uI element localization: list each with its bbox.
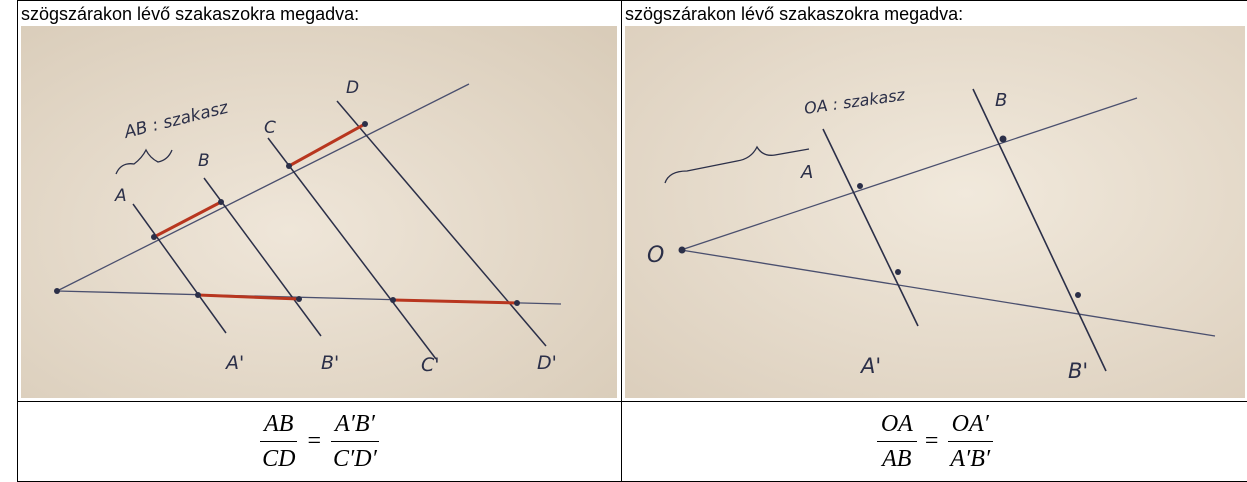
label-d: D [346, 78, 359, 98]
equals-sign: = [925, 428, 939, 455]
label-a: A [800, 162, 813, 183]
left-fraction-2: A′B′ C′D′ [329, 409, 381, 474]
right-fraction-2-denominator: A′B′ [946, 442, 994, 474]
label-c: C [264, 118, 276, 138]
right-fraction-2-numerator: OA′ [948, 409, 993, 442]
left-formula: AB CD = A′B′ C′D′ [258, 409, 381, 474]
label-b: B [198, 151, 210, 171]
left-fraction-1-denominator: CD [258, 442, 299, 474]
right-fraction-1-numerator: OA [877, 409, 917, 442]
right-caption: szögszárakon lévő szakaszokra megadva: [622, 1, 1247, 26]
left-figure-cell: szögszárakon lévő szakaszokra megadva: [18, 1, 622, 402]
left-fraction-2-denominator: C′D′ [329, 442, 381, 474]
left-fraction-1-numerator: AB [260, 409, 297, 442]
left-caption: szögszárakon lévő szakaszokra megadva: [18, 1, 621, 26]
paper-background [21, 26, 617, 398]
paper-background [625, 26, 1245, 398]
label-c1: C' [421, 354, 440, 376]
right-fraction-1: OA AB [877, 409, 917, 474]
label-b1: B' [321, 352, 339, 374]
label-d1: D' [537, 352, 557, 374]
label-a: A [114, 186, 127, 206]
label-b: B [995, 90, 1007, 111]
right-photo: OA : szakasz O A B A' B' [625, 26, 1245, 398]
left-fraction-2-numerator: A′B′ [331, 409, 379, 442]
label-a1: A' [859, 354, 881, 378]
right-formula: OA AB = OA′ A′B′ [877, 409, 994, 474]
left-formula-cell: AB CD = A′B′ C′D′ [18, 402, 622, 482]
label-a1: A' [224, 352, 244, 374]
right-formula-cell: OA AB = OA′ A′B′ [622, 402, 1247, 482]
left-photo: AB : szakasz A B C D A' B' C' D' [21, 26, 617, 398]
equals-sign: = [307, 428, 321, 455]
left-fraction-1: AB CD [258, 409, 299, 474]
right-figure-cell: szögszárakon lévő szakaszokra megadva: [622, 1, 1247, 402]
label-b1: B' [1068, 359, 1088, 383]
right-fraction-1-denominator: AB [878, 442, 915, 474]
right-fraction-2: OA′ A′B′ [946, 409, 994, 474]
document-table: szögszárakon lévő szakaszokra megadva: [17, 0, 1247, 482]
label-o: O [647, 243, 664, 268]
